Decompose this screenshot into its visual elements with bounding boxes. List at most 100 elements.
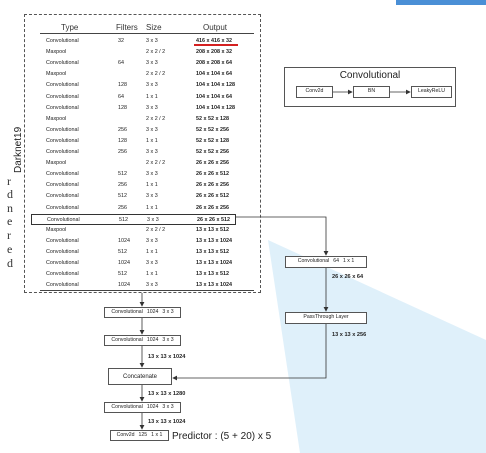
layer-size: 2 x 2 / 2: [146, 71, 166, 78]
layer-type: Maxpool: [46, 160, 67, 167]
layer-filters: 128: [118, 137, 127, 144]
table-row: Maxpool 2 x 2 / 2 208 x 208 x 32: [40, 47, 254, 58]
head-conv2-name: Convolutional: [111, 336, 143, 343]
layer-size: 3 x 3: [146, 126, 158, 133]
layer-type: Convolutional: [46, 60, 79, 67]
layer-output: 13 x 13 x 1024: [196, 237, 232, 244]
layer-output: 416 x 416 x 32: [196, 38, 232, 44]
concat-output: 13 x 13 x 1280: [148, 391, 186, 397]
cropped-letter: d: [7, 187, 13, 201]
layer-size: 3 x 3: [146, 237, 158, 244]
layer-size: 3 x 3: [146, 104, 158, 111]
layer-type: Convolutional: [46, 260, 79, 266]
layer-type: Maxpool: [46, 115, 67, 122]
layer-output: 13 x 13 x 512: [196, 271, 229, 278]
top-accent-bar: [396, 0, 486, 5]
layer-output: 26 x 26 x 256: [196, 204, 229, 211]
branch-conv-output: 26 x 26 x 64: [332, 274, 364, 280]
layer-size: 2 x 2 / 2: [146, 115, 166, 122]
layer-type: Convolutional: [46, 38, 79, 44]
layer-size: 3 x 3: [147, 216, 159, 223]
layer-filters: 1024: [118, 237, 130, 244]
layer-filters: 256: [118, 126, 127, 133]
layer-output: 26 x 26 x 512: [197, 216, 230, 223]
layer-output: 104 x 104 x 128: [196, 104, 235, 111]
layer-size: 2 x 2 / 2: [146, 49, 166, 56]
head-conv2-output: 13 x 13 x 1024: [148, 354, 186, 360]
layer-type: Convolutional: [46, 193, 79, 200]
branch-conv-name: Convolutional: [297, 258, 330, 265]
layer-output: 52 x 52 x 128: [196, 115, 229, 122]
layer-filters: 32: [118, 38, 124, 44]
table-row: Convolutional 512 1 x 1 13 x 13 x 512: [40, 247, 254, 258]
table-row: Maxpool 2 x 2 / 2 13 x 13 x 512: [40, 225, 254, 236]
layer-output: 13 x 13 x 512: [196, 226, 229, 233]
layer-type: Convolutional: [46, 137, 79, 144]
cropped-letter: n: [7, 201, 13, 215]
layer-filters: 128: [118, 104, 127, 111]
convolutional-legend: Convolutional: [284, 67, 456, 107]
layer-size: 3 x 3: [146, 260, 158, 266]
layer-size: 1 x 1: [146, 204, 158, 211]
head-conv3-output: 13 x 13 x 1024: [148, 419, 186, 425]
output-underline: [194, 44, 238, 46]
layer-size: 3 x 3: [146, 282, 158, 289]
passthrough-box: PassThrough Layer: [285, 312, 367, 324]
table-bottom-rule: [40, 290, 254, 291]
layer-output: 26 x 26 x 256: [196, 182, 229, 189]
layer-size: 3 x 3: [146, 38, 158, 44]
layer-filters: 256: [118, 182, 127, 189]
arrow-row-to-branch: [236, 216, 329, 256]
header-size: Size: [146, 23, 162, 32]
layer-output: 52 x 52 x 128: [196, 137, 229, 144]
layer-type: Convolutional: [46, 93, 79, 100]
layer-filters: 1024: [118, 282, 130, 289]
layer-type: Convolutional: [47, 216, 80, 223]
head-conv1-size: 3 x 3: [162, 308, 174, 315]
legend-step-bn: BN: [353, 86, 390, 98]
arrow-passthrough-to-concat: [172, 324, 327, 381]
layer-type: Convolutional: [46, 248, 79, 255]
predictor-text: Predictor : (5 + 20) x 5: [172, 431, 272, 442]
layer-size: 1 x 1: [146, 248, 158, 255]
final-conv-size: 1 x 1: [151, 431, 163, 438]
layer-size: 2 x 2 / 2: [146, 226, 166, 233]
head-conv2-size: 3 x 3: [162, 336, 174, 343]
legend-step-leakyrelu-label: LeakyReLU: [417, 88, 446, 95]
cropped-letter: e: [7, 242, 13, 256]
layer-size: 3 x 3: [146, 60, 158, 67]
layer-size: 3 x 3: [146, 193, 158, 200]
layer-output: 52 x 52 x 256: [196, 126, 229, 133]
layer-output: 208 x 208 x 32: [196, 49, 232, 56]
concatenate-label: Concatenate: [122, 373, 158, 380]
layer-type: Maxpool: [46, 226, 67, 233]
layer-filters: 512: [118, 171, 127, 178]
layer-filters: 512: [118, 248, 127, 255]
header-output: Output: [203, 23, 228, 32]
layer-filters: 512: [118, 193, 127, 200]
cropped-letter: e: [7, 214, 13, 228]
layer-output: 26 x 26 x 512: [196, 193, 229, 200]
layer-filters: 64: [118, 60, 124, 67]
layer-size: 3 x 3: [146, 171, 158, 178]
layer-type: Convolutional: [46, 104, 79, 111]
layer-size: 1 x 1: [146, 182, 158, 189]
layer-type: Maxpool: [46, 49, 67, 56]
layer-type: Maxpool: [46, 71, 67, 78]
table-row: Convolutional 512 3 x 3 26 x 26 x 512: [40, 191, 254, 202]
layer-type: Convolutional: [46, 282, 79, 289]
layer-output: 13 x 13 x 512: [196, 248, 229, 255]
